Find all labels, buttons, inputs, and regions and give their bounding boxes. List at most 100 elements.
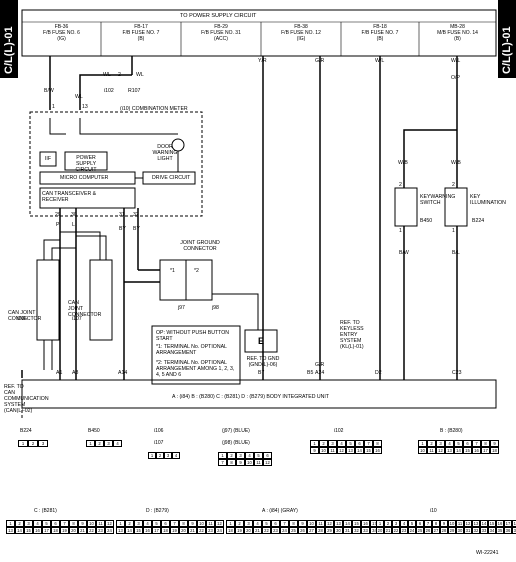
pin-30: 30 (71, 212, 77, 218)
wire-label-two: 2 (118, 72, 121, 78)
wire-label-gr2: G/R (315, 362, 325, 368)
conn-i84-tag: i84 (270, 508, 278, 514)
fuse-3-line3: (ACC) (214, 36, 228, 42)
fuse-4: FB-38 F/B FUSE NO. 12 (IG) (261, 24, 341, 54)
keywarning-tag: B450 (420, 218, 433, 224)
joint-ground-star2: *2 (194, 268, 199, 274)
conn-i84-letter: A : (262, 508, 268, 514)
fuse-6-line2: M/B FUSE NO. 14 (437, 30, 478, 36)
meter-tag: (i10) COMBINATION METER (120, 106, 188, 112)
key-sw-pin-1: 1 (399, 228, 402, 234)
legend-s2-key: *2 (156, 360, 161, 366)
body-c-label: C : (216, 394, 223, 400)
wire-label-by: BY (119, 226, 126, 232)
fuse-2-line2: F/B FUSE NO. 7 (122, 30, 160, 36)
fuse-1-line3: (IG) (57, 36, 66, 42)
keywarning-title: KEYWARNING SWITCH (420, 194, 456, 206)
conn-b279-label: D : (B279) (146, 508, 169, 514)
joint-ground-title: JOINT GROUND CONNECTOR (180, 240, 220, 252)
fuse-4-line1: FB-38 (294, 24, 308, 30)
conn-j97-color: (BLUE) (233, 428, 250, 434)
conn-i102-label: i102 (334, 428, 344, 434)
body-unit-text: BODY INTEGRATED UNIT (266, 394, 330, 400)
fuse-6-line3: (B) (454, 36, 461, 42)
fuse-2: FB-17 F/B FUSE NO. 7 (B) (101, 24, 181, 54)
wire-label-wl3: WL (75, 94, 83, 100)
body-a-label: A : (172, 394, 179, 400)
wire-label-l: L (72, 222, 75, 228)
meter-title: COMBINATION METER (131, 106, 188, 112)
pin-29: 29 (55, 212, 61, 218)
legend-s1: *1: TERMINAL No. OPTIONAL ARRANGEMENT (156, 344, 236, 356)
fuse-3-line1: FB-29 (214, 24, 228, 30)
body-a-tag: i84 (181, 394, 189, 400)
key-il-pin-2: 2 (452, 182, 455, 188)
can-joint-2-tag: i107 (72, 316, 82, 322)
fuse-5-line3: (B) (376, 36, 384, 42)
conn-b279-letter: D : (146, 508, 153, 514)
wire-label-wb: W/B (398, 160, 408, 166)
joint-ground-star1: *1 (170, 268, 175, 274)
key-illum-title: KEY ILLUMINATION (470, 194, 506, 206)
header-text: TO POWER SUPPLY CIRCUIT (180, 13, 257, 19)
wire-label-p: P (56, 222, 60, 228)
pin-31: 31 (119, 212, 125, 218)
fuse-1: FB-36 F/B FUSE NO. 6 (IG) (22, 24, 101, 54)
body-b-tag: B280 (200, 394, 213, 400)
conn-i106-label: i106 (154, 428, 164, 434)
conn-i84-color: (GRAY) (280, 508, 298, 514)
fuse-4-line3: (IG) (296, 36, 306, 42)
conn-i10-label: i10 (430, 508, 437, 514)
conn-b450-label: B450 (88, 428, 100, 434)
fuse-5: FB-18 F/B FUSE NO. 7 (B) (341, 24, 419, 54)
fuse-1-line2: F/B FUSE NO. 6 (43, 30, 80, 36)
legend-s1-key: *1 (156, 344, 161, 350)
body-c-tag: B281 (225, 394, 239, 400)
can-joint-1-tag: i106 (17, 316, 27, 322)
fuse-2-line3: (B) (137, 36, 145, 42)
pin-32: 32 (133, 212, 139, 218)
key-sw-pin-2: 2 (399, 182, 402, 188)
fuse-6: MB-28 M/B FUSE NO. 14 (B) (419, 24, 496, 54)
fuse-4-line2: F/B FUSE NO. 12 (281, 30, 321, 36)
body-d-tag: B279 (251, 394, 264, 400)
conn-j97-label: (j97) (BLUE) (222, 428, 250, 434)
meter-power-supply: POWER SUPPLY CIRCUIT (75, 155, 97, 173)
wire-label-bw: B/W (44, 88, 54, 94)
legend-op-text: : WITHOUT PUSH BUTTON START (156, 330, 230, 342)
pin-1: 1 (52, 104, 55, 110)
conn-b280-tag: B280 (449, 428, 461, 434)
terminal-a24: A24 (315, 370, 325, 376)
conn-b281-letter: C : (34, 508, 41, 514)
fuse-6-line1: MB-28 (450, 24, 465, 30)
terminal-b7: B7 (258, 370, 265, 376)
wire-label-wb2: W/B (451, 160, 461, 166)
legend-s2-text: : TERMINAL No. OPTIONAL ARRANGEMENT AMON… (156, 360, 235, 378)
conn-b280-label: B : (B280) (440, 428, 463, 434)
body-b-label: B : (191, 394, 198, 400)
legend-op-key: OP (156, 330, 164, 336)
meter-door-light: DOOR WARNING LIGHT (152, 144, 178, 162)
fuse-5-line2: F/B FUSE NO. 7 (361, 30, 399, 36)
conn-b280-letter: B : (440, 428, 447, 434)
ref-gnd: REF. TO GND (GND(L)-06) (246, 356, 280, 368)
ground-symbol: E (257, 336, 264, 346)
meter-tag-text: i10 (121, 106, 129, 112)
terminal-d2: D2 (375, 370, 382, 376)
conn-j98-color: (BLUE) (233, 440, 250, 446)
conn-j98-label: (j98) (BLUE) (222, 440, 250, 446)
legend-op: OP: WITHOUT PUSH BUTTON START (156, 330, 236, 342)
fuse-3-line2: F/B FUSE NO. 31 (201, 30, 241, 36)
ref-keyless: REF. TO KEYLESS ENTRY SYSTEM (KL(L)-01) (340, 320, 364, 350)
terminal-a14: A14 (118, 370, 128, 376)
diagram-id: WI-22241 (476, 550, 499, 556)
conn-b279-tag: B279 (155, 508, 168, 514)
meter-can-transceiver: CAN TRANSCEIVER & RECEIVER (42, 191, 97, 203)
